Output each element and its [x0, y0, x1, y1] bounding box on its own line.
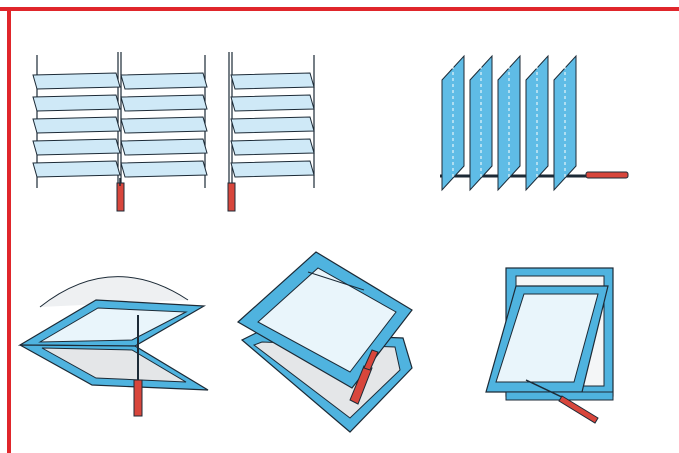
vertical-louvre-window-icon	[440, 54, 629, 192]
louvre-slat	[230, 116, 315, 134]
louvre-slat	[32, 160, 121, 178]
louvre-slat	[120, 116, 208, 134]
awning-window-icon	[485, 267, 614, 424]
horizontal-louvre-window-icon	[32, 52, 315, 212]
louvre-slat	[230, 94, 315, 112]
louvre-slat	[32, 94, 121, 112]
louvre-slat	[230, 160, 315, 178]
pivot-window-icon	[236, 251, 413, 433]
louvre-slat	[120, 94, 208, 112]
top-hung-window-icon	[17, 276, 209, 417]
louvre-slat	[32, 72, 121, 90]
louvre-slat	[230, 138, 315, 156]
louvre-slat	[32, 116, 121, 134]
louvre-slat	[120, 138, 208, 156]
louvre-slat	[230, 72, 315, 90]
louvre-slat	[120, 160, 208, 178]
louvre-slat	[32, 138, 121, 156]
louvre-slat	[120, 72, 208, 90]
